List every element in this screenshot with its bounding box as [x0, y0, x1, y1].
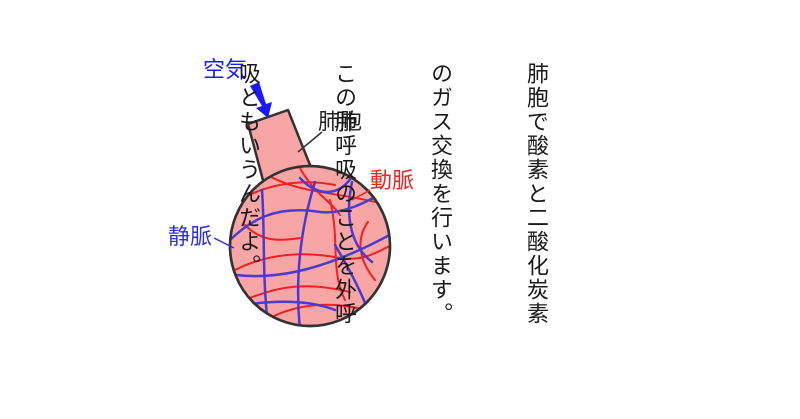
explanation-line: 吸ともいうんだよ。 — [235, 62, 260, 278]
explanation-line: 肺胞で酸素と二酸化炭素 — [523, 62, 548, 326]
air-arrow — [250, 82, 272, 118]
alveolus-leader — [297, 131, 323, 153]
label-air: 空気 — [203, 58, 247, 83]
explanation-line: この肺呼吸のことを外呼 — [331, 62, 356, 326]
explanation-text: 肺胞で酸素と二酸化炭素 のガス交換を行います。 この肺呼吸のことを外呼 吸ともい… — [199, 62, 615, 392]
artery-leader — [351, 189, 371, 201]
label-artery: 動脈 — [370, 169, 414, 194]
explanation-line: のガス交換を行います。 — [427, 62, 452, 326]
vein-leader — [213, 237, 235, 249]
label-alveolus: 肺胞 — [318, 110, 362, 135]
label-vein: 静脈 — [168, 225, 212, 250]
